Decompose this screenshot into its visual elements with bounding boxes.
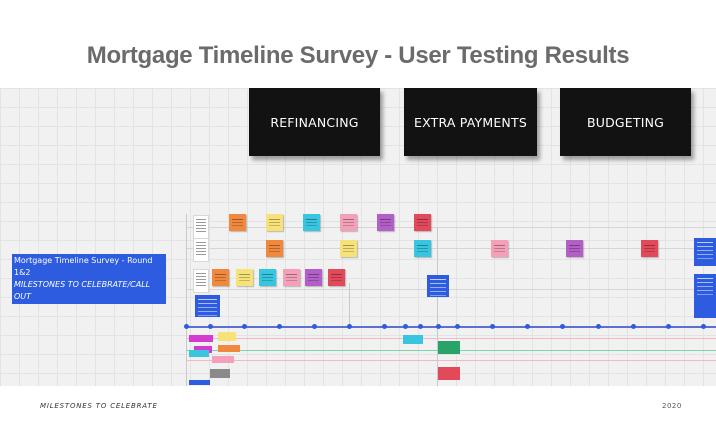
timeline-marker[interactable] xyxy=(347,324,352,329)
sticky-note-red[interactable] xyxy=(414,214,431,231)
row-divider xyxy=(186,248,716,249)
timeline-marker[interactable] xyxy=(277,324,282,329)
chip-red[interactable] xyxy=(438,367,460,380)
timeline-marker[interactable] xyxy=(596,324,601,329)
sticky-note-orange[interactable] xyxy=(229,214,246,231)
timeline-marker[interactable] xyxy=(666,324,671,329)
timeline-axis xyxy=(186,326,716,328)
sticky-note-orange[interactable] xyxy=(212,269,229,286)
sticky-note-purple[interactable] xyxy=(377,214,394,231)
sticky-note-red[interactable] xyxy=(641,240,658,257)
timeline-marker[interactable] xyxy=(242,324,247,329)
column-divider xyxy=(437,228,438,386)
sticky-note-cyan[interactable] xyxy=(303,214,320,231)
chip-cyan[interactable] xyxy=(403,335,423,344)
timeline-marker[interactable] xyxy=(382,324,387,329)
sticky-note-purple[interactable] xyxy=(566,240,583,257)
sticky-note-pink[interactable] xyxy=(491,240,508,257)
timeline-marker[interactable] xyxy=(631,324,636,329)
track-line-pink xyxy=(186,338,716,339)
timeline-marker[interactable] xyxy=(455,324,460,329)
sticky-note-cyan[interactable] xyxy=(414,240,431,257)
blue-comment-box[interactable] xyxy=(694,274,716,318)
slide-title: Mortgage Timeline Survey - User Testing … xyxy=(86,42,630,69)
sticky-note-pink[interactable] xyxy=(283,269,300,286)
whiteboard-canvas[interactable]: REFINANCING EXTRA PAYMENTS BUDGETING Mor… xyxy=(0,88,716,386)
blue-comment-box[interactable] xyxy=(694,238,716,266)
left-axis-line xyxy=(186,214,187,386)
timeline-marker[interactable] xyxy=(418,324,423,329)
card-refinancing[interactable]: REFINANCING xyxy=(249,88,380,156)
timeline-marker[interactable] xyxy=(490,324,495,329)
row-divider xyxy=(186,289,716,290)
track-line-pink xyxy=(186,360,716,361)
sticky-note-orange[interactable] xyxy=(266,240,283,257)
chip-grey[interactable] xyxy=(210,369,230,378)
text-note[interactable] xyxy=(193,215,209,239)
timeline-marker[interactable] xyxy=(525,324,530,329)
timeline-marker[interactable] xyxy=(436,324,441,329)
sticky-note-yellow[interactable] xyxy=(266,214,283,231)
chip-magenta[interactable] xyxy=(189,335,213,342)
sticky-note-yellow[interactable] xyxy=(340,240,357,257)
section-label-subtitle: MILESTONES TO CELEBRATE/CALL OUT xyxy=(14,280,151,301)
sticky-note-cyan[interactable] xyxy=(259,269,276,286)
connector-line xyxy=(349,283,350,326)
blue-comment-box[interactable] xyxy=(427,275,449,297)
timeline-marker[interactable] xyxy=(560,324,565,329)
timeline-marker[interactable] xyxy=(701,324,706,329)
section-label[interactable]: Mortgage Timeline Survey - Round 1&2 MIL… xyxy=(12,254,166,304)
sticky-note-pink[interactable] xyxy=(340,214,357,231)
timeline-marker[interactable] xyxy=(403,324,408,329)
timeline-marker[interactable] xyxy=(208,324,213,329)
sticky-note-purple[interactable] xyxy=(305,269,322,286)
card-extra-payments[interactable]: EXTRA PAYMENTS xyxy=(404,88,537,156)
chip-cyan[interactable] xyxy=(189,350,209,357)
chip-blue[interactable] xyxy=(189,380,210,385)
sticky-note-yellow[interactable] xyxy=(236,269,253,286)
text-note[interactable] xyxy=(193,238,209,262)
section-label-title: Mortgage Timeline Survey - Round 1&2 xyxy=(14,256,153,277)
chip-yellow[interactable] xyxy=(218,332,236,341)
chip-green[interactable] xyxy=(438,341,460,354)
chip-magenta[interactable] xyxy=(194,346,212,353)
blue-comment-box[interactable] xyxy=(195,295,220,317)
row-divider xyxy=(186,227,716,228)
chip-orange[interactable] xyxy=(218,345,240,352)
card-budgeting[interactable]: BUDGETING xyxy=(560,88,691,156)
text-note[interactable] xyxy=(193,269,209,293)
timeline-marker[interactable] xyxy=(184,324,189,329)
footer-section-label: MILESTONES TO CELEBRATE xyxy=(40,402,158,410)
timeline-marker[interactable] xyxy=(312,324,317,329)
sticky-note-red[interactable] xyxy=(328,269,345,286)
footer-year: 2020 xyxy=(662,402,682,410)
chip-pink[interactable] xyxy=(212,356,234,363)
